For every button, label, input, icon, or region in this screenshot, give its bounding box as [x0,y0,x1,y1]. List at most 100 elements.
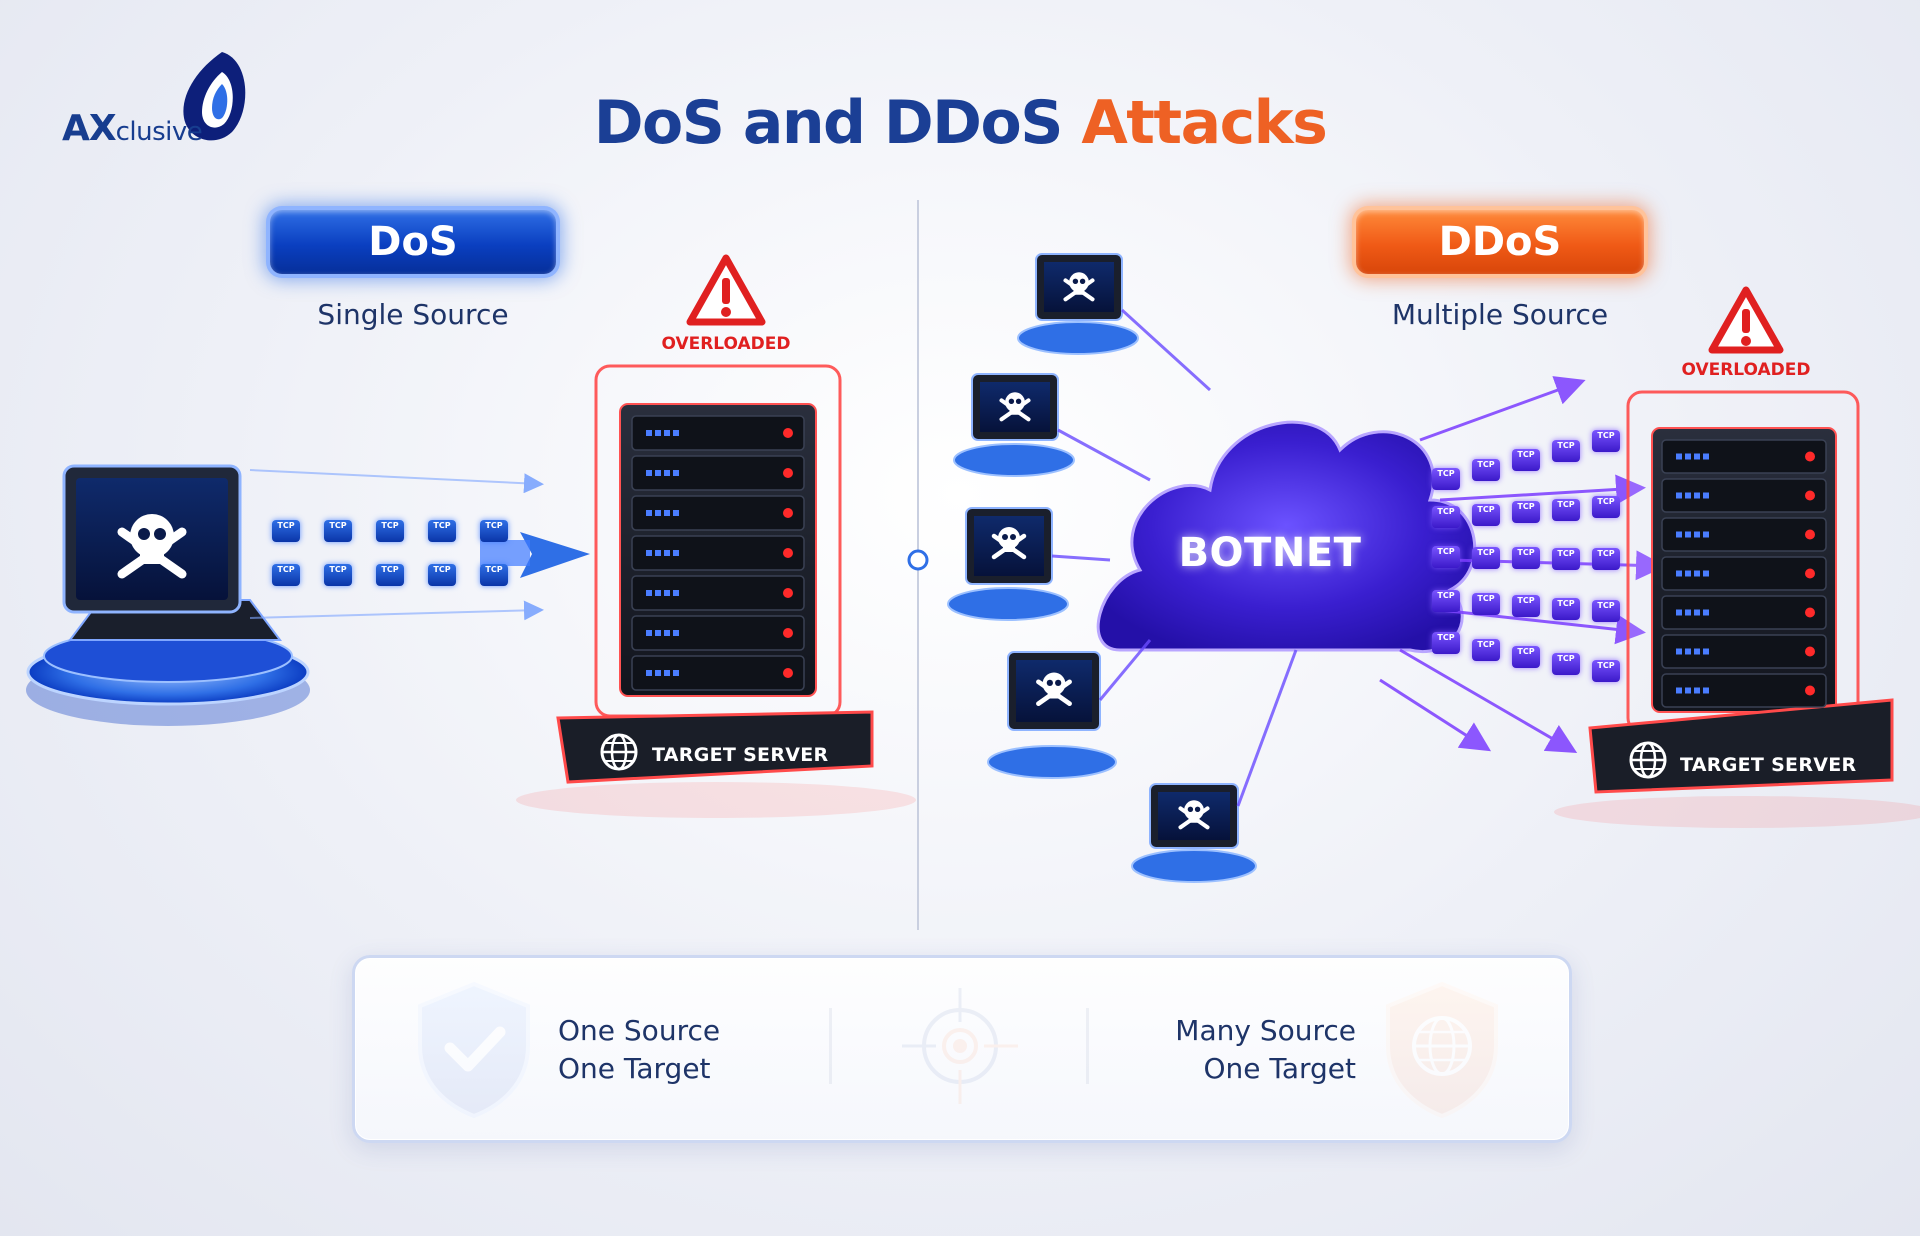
rack-unit [631,415,805,451]
rack-unit [631,495,805,531]
target-server-label-right: TARGET SERVER [1680,754,1857,776]
rack-led-blue [1703,453,1709,460]
rack-led-blue [1694,570,1700,577]
tcp-packet: TCP [480,520,508,542]
page-title: DoS and DDoS Attacks [0,88,1920,158]
rack-led-blue [1703,609,1709,616]
tcp-packet: TCP [1592,600,1620,622]
rack-led-blue [1685,453,1691,460]
rack-led-blue [673,630,679,636]
tcp-packet: TCP [1512,501,1540,523]
rack-led-blue [1694,531,1700,538]
rack-unit [1661,595,1827,630]
ddos-subtitle: Multiple Source [1391,298,1609,331]
overloaded-label-right: OVERLOADED [1681,360,1811,380]
rack-led-blue [1703,531,1709,538]
rack-led-blue [1676,648,1682,655]
rack-led-blue [655,430,661,436]
attacker-laptop [26,464,310,726]
botnet-links [1051,308,1298,807]
rack-unit [1661,517,1827,552]
tcp-packet: TCP [376,564,404,586]
warning-triangle-icon [1708,286,1784,354]
rack-led-blue [1703,687,1709,694]
dos-subtitle: Single Source [317,298,509,331]
botnet-cloud [1096,420,1477,653]
rack-led-blue [1676,570,1682,577]
ddos-badge: DDoS [1356,210,1644,274]
skull-crossbones-icon [991,527,1027,560]
legend-ddos-text: Many Source One Target [1150,1012,1356,1088]
overloaded-label-left: OVERLOADED [661,334,791,354]
globe-icon [1629,741,1667,779]
tcp-packet: TCP [324,564,352,586]
rack-led-blue [646,510,652,516]
tcp-packet: TCP [1552,547,1580,570]
tcp-packet: TCP [1432,468,1460,490]
rack-led-blue [646,550,652,556]
skull-crossbones-icon [1178,800,1210,830]
rack-unit [1661,556,1827,591]
rack-led-blue [1685,531,1691,538]
dos-badge: DoS [270,210,556,274]
rack-led-blue [1703,648,1709,655]
rack-led-blue [646,470,652,476]
logo-drop-icon [183,52,246,141]
tcp-packet: TCP [1552,439,1580,462]
skull-crossbones-icon [1063,272,1095,302]
rack-led-red [783,588,793,598]
rack-unit [1661,439,1827,474]
tcp-packet: TCP [1512,547,1540,569]
tcp-packet: TCP [324,520,352,542]
rack-led-red [1805,451,1815,462]
rack-led-blue [1694,648,1700,655]
dos-flow-arrows [249,469,590,621]
rack-led-blue [1694,453,1700,460]
rack-led-blue [673,470,679,476]
rack-led-red [1805,685,1815,696]
server-rack-units [631,415,1827,708]
tcp-packet: TCP [1592,660,1620,682]
tcp-packet: TCP [1512,646,1540,668]
tcp-packet: TCP [1592,496,1620,518]
tcp-packet: TCP [1472,639,1500,661]
center-node [907,549,929,571]
rack-unit [631,615,805,651]
tcp-packet: TCP [1472,458,1500,481]
rack-led-blue [655,670,661,676]
rack-led-blue [1685,570,1691,577]
rack-led-blue [646,430,652,436]
rack-led-blue [1694,492,1700,499]
tcp-packet: TCP [1512,595,1540,617]
tcp-packet: TCP [1432,546,1460,568]
rack-led-blue [664,670,670,676]
rack-led-blue [673,550,679,556]
rack-led-blue [655,470,661,476]
skull-crossbones-icon [999,392,1031,422]
rack-unit [631,655,805,691]
warning-triangle-icon [686,254,766,326]
title-part-dos: DoS and DDoS [593,88,1082,158]
rack-led-blue [673,670,679,676]
rack-led-red [1805,529,1815,540]
tcp-packet: TCP [1552,653,1580,675]
rack-led-red [783,548,793,558]
rack-led-red [1805,646,1815,657]
rack-led-blue [664,510,670,516]
rack-led-blue [646,670,652,676]
tcp-packet: TCP [1592,548,1620,570]
rack-led-blue [664,550,670,556]
rack-led-blue [1676,492,1682,499]
botnet-label: BOTNET [1178,530,1362,576]
rack-led-blue [673,430,679,436]
rack-led-blue [673,590,679,596]
tcp-packet: TCP [1512,449,1540,471]
legend-dos-line1: One Source [558,1014,721,1047]
legend-dos-text: One Source One Target [558,1012,720,1088]
rack-led-red [1805,490,1815,501]
tcp-packet: TCP [1432,632,1460,654]
skull-crossbones-icon [117,514,187,579]
rack-led-blue [664,430,670,436]
